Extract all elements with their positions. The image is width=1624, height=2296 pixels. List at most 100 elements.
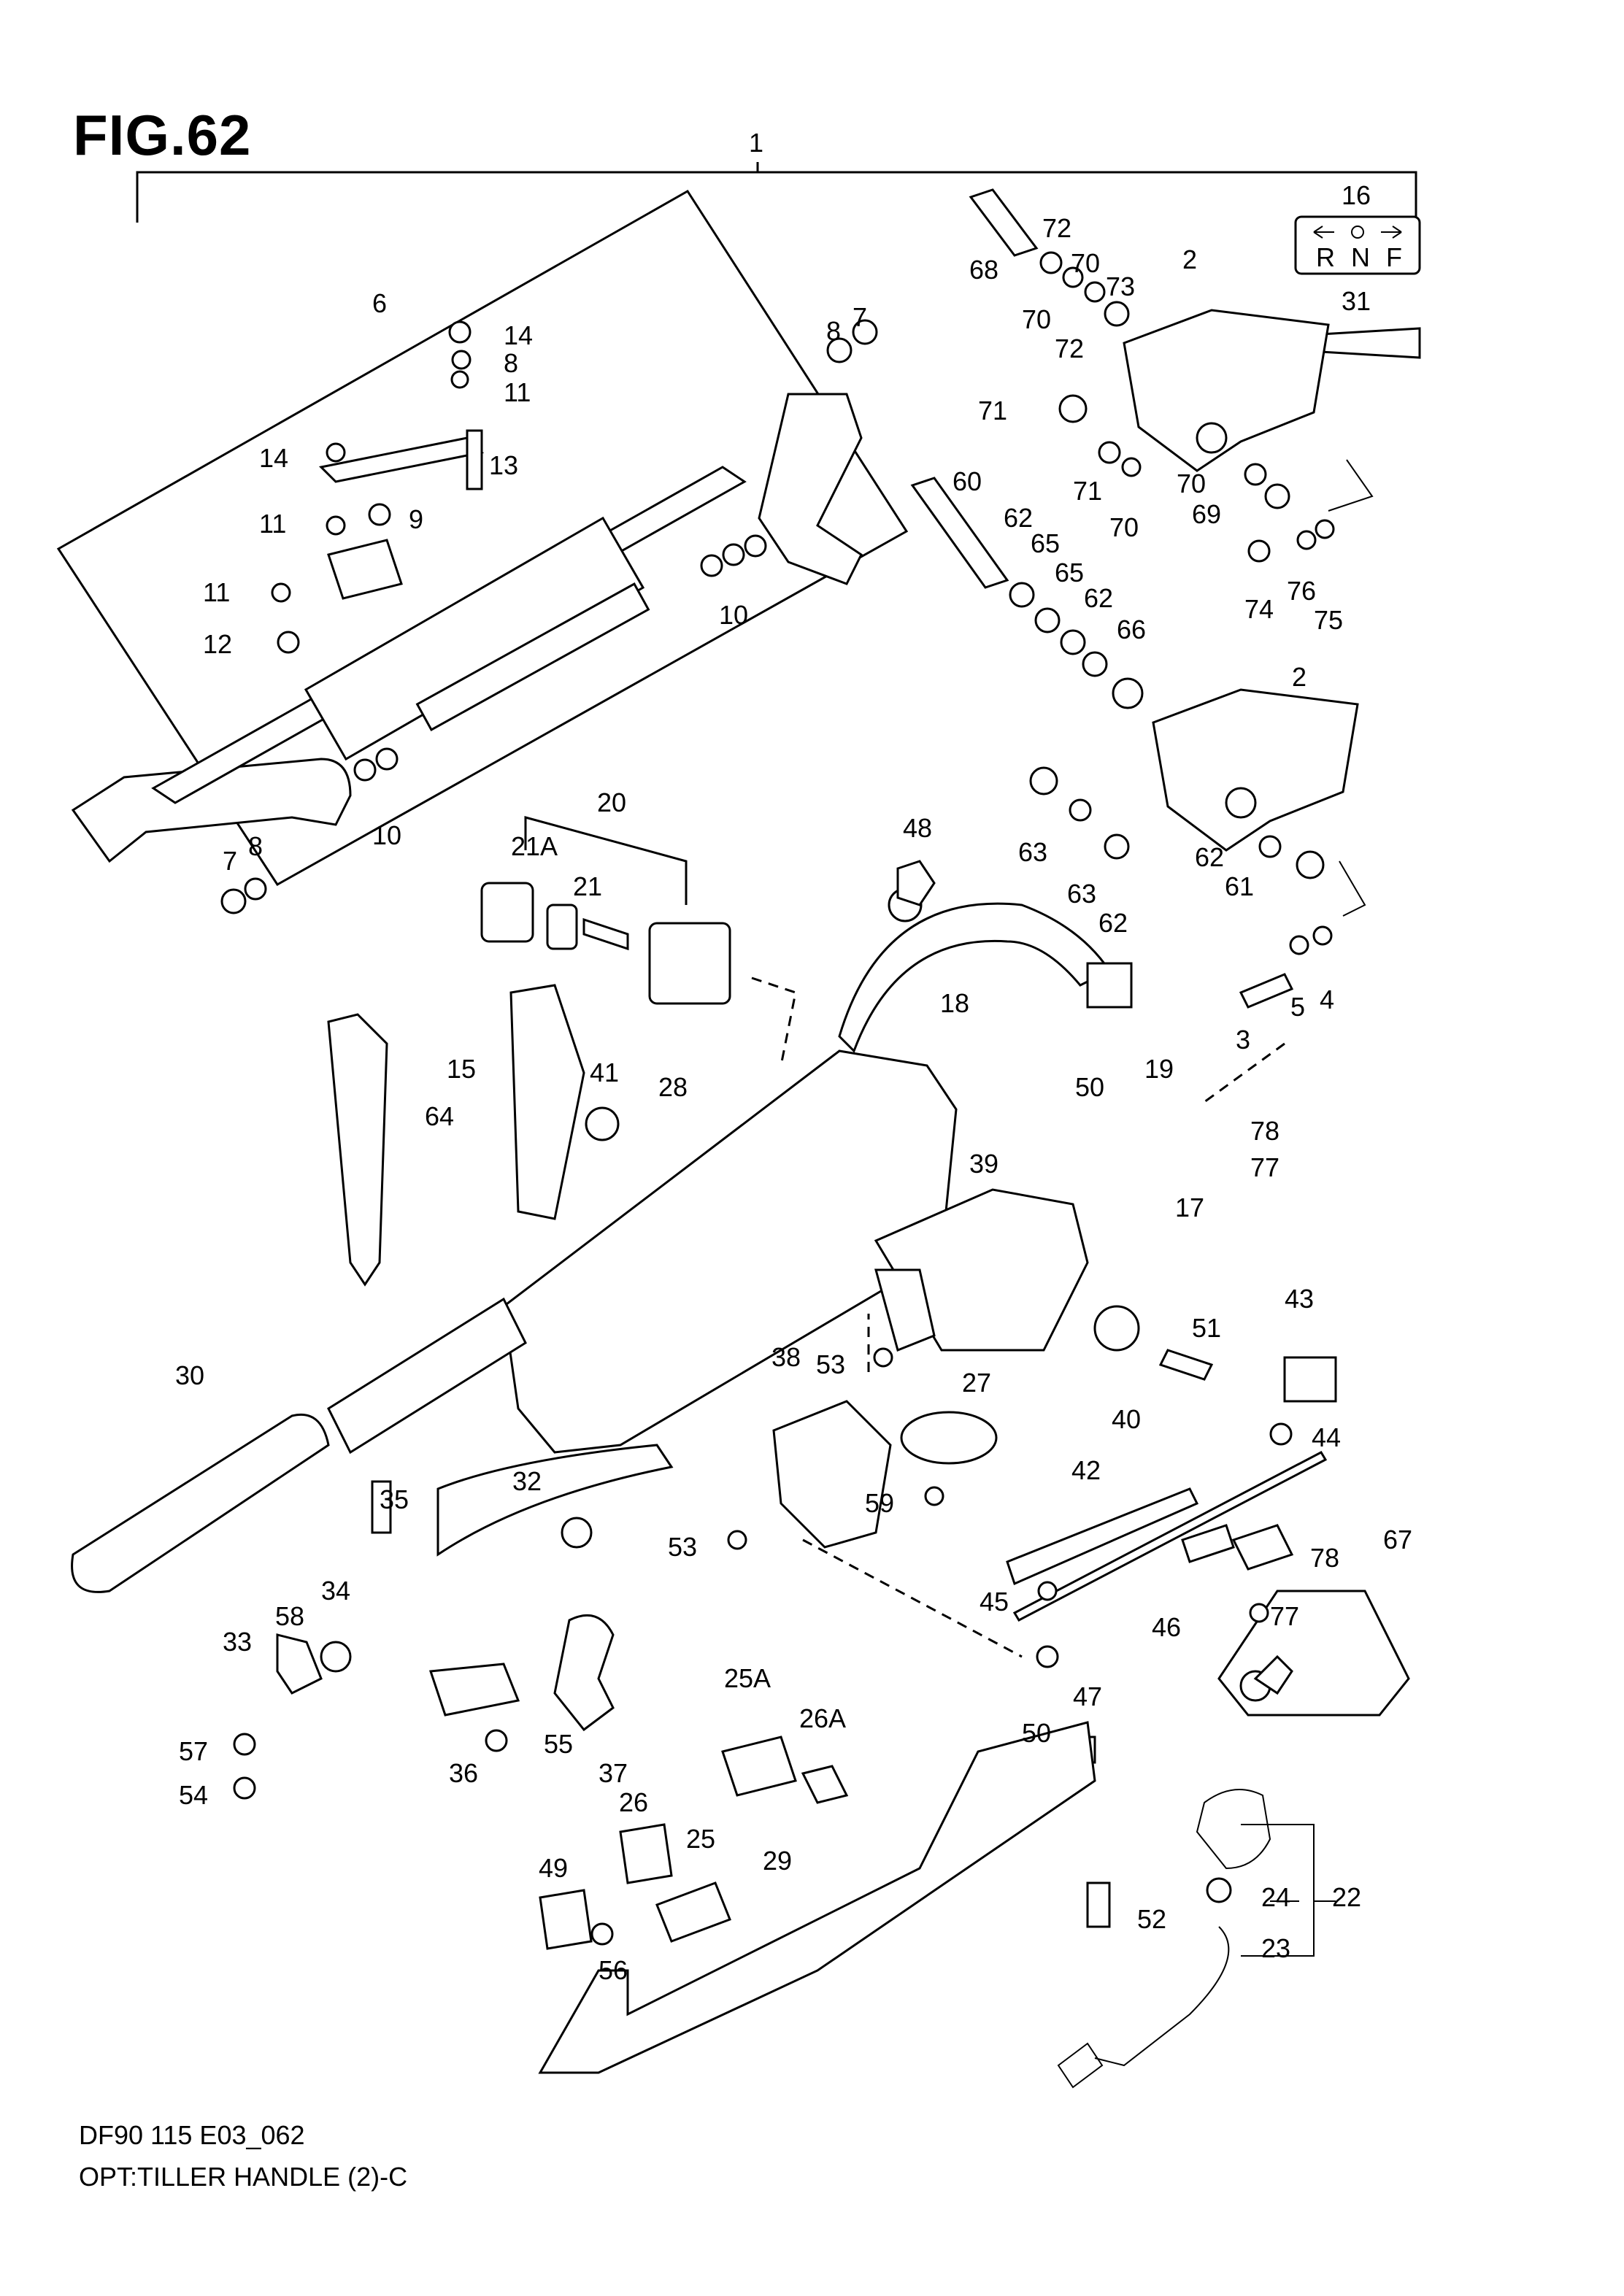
shift-indicator-plate: R N F — [1294, 215, 1421, 275]
label-29: 29 — [763, 1846, 792, 1876]
label-25: 25 — [686, 1824, 715, 1854]
label-44: 44 — [1312, 1422, 1341, 1452]
label-28: 28 — [658, 1072, 688, 1102]
label-39: 39 — [969, 1149, 998, 1179]
label-24: 24 — [1261, 1882, 1290, 1912]
label-2: 2 — [1292, 662, 1306, 692]
label-18: 18 — [940, 988, 969, 1018]
label-50: 50 — [1022, 1718, 1051, 1748]
dashed-leaders — [802, 1042, 1285, 1658]
label-11: 11 — [259, 509, 286, 539]
label-70: 70 — [1022, 304, 1051, 334]
label-22: 22 — [1332, 1882, 1361, 1912]
label-62: 62 — [1004, 503, 1033, 533]
label-7: 7 — [853, 302, 867, 332]
label-55: 55 — [544, 1729, 573, 1759]
label-64: 64 — [425, 1101, 454, 1131]
label-10: 10 — [372, 820, 401, 850]
label-6: 6 — [372, 288, 387, 318]
label-16: 16 — [1342, 180, 1371, 210]
bottom-frame — [538, 1721, 1271, 2089]
label-62: 62 — [1195, 842, 1224, 872]
label-20: 20 — [597, 787, 626, 817]
label-48: 48 — [903, 813, 932, 843]
label-35: 35 — [380, 1484, 409, 1514]
label-31: 31 — [1342, 286, 1371, 316]
figure-title: FIG.62 — [73, 103, 252, 167]
label-49: 49 — [539, 1853, 568, 1883]
label-2: 2 — [1182, 244, 1197, 274]
label-40: 40 — [1112, 1404, 1141, 1434]
label-34: 34 — [321, 1576, 350, 1606]
label-50: 50 — [1075, 1072, 1104, 1102]
label-13: 13 — [489, 450, 518, 480]
label-52: 52 — [1137, 1904, 1166, 1934]
label-12: 12 — [203, 629, 232, 659]
label-78: 78 — [1310, 1543, 1339, 1573]
label-11: 11 — [504, 377, 531, 407]
label-59: 59 — [865, 1488, 894, 1518]
plate-letter-r: R — [1316, 242, 1335, 272]
figure-subtitle: OPT:TILLER HANDLE (2)-C — [79, 2162, 408, 2192]
bracket-lines — [1241, 459, 1374, 1957]
steering-arm-parts — [71, 319, 878, 914]
label-10: 10 — [719, 600, 748, 630]
label-47: 47 — [1073, 1681, 1102, 1711]
label-17: 17 — [1175, 1193, 1204, 1222]
tiller-housing — [71, 860, 1133, 1593]
model-code: DF90 115 E03_062 — [79, 2120, 305, 2150]
label-26A: 26A — [799, 1703, 846, 1733]
label-46: 46 — [1152, 1612, 1181, 1642]
label-57: 57 — [179, 1736, 208, 1766]
label-26: 26 — [619, 1787, 648, 1817]
label-78: 78 — [1250, 1116, 1279, 1146]
label-32: 32 — [512, 1466, 542, 1496]
label-23: 23 — [1261, 1933, 1290, 1963]
label-66: 66 — [1117, 615, 1146, 644]
label-70: 70 — [1109, 512, 1139, 542]
center-parts — [727, 1188, 1410, 1764]
label-37: 37 — [599, 1758, 628, 1788]
label-4: 4 — [1320, 985, 1334, 1014]
label-42: 42 — [1071, 1455, 1101, 1485]
label-41: 41 — [590, 1058, 619, 1087]
label-3: 3 — [1236, 1025, 1250, 1055]
label-70: 70 — [1177, 469, 1206, 498]
label-14: 14 — [259, 443, 288, 473]
label-7: 7 — [223, 846, 237, 876]
label-76: 76 — [1287, 576, 1316, 606]
label-70: 70 — [1071, 248, 1100, 278]
label-53: 53 — [816, 1349, 845, 1379]
label-62: 62 — [1084, 583, 1113, 613]
label-58: 58 — [275, 1601, 304, 1631]
label-54: 54 — [179, 1780, 208, 1810]
label-21: 21 — [573, 871, 602, 901]
label-65: 65 — [1031, 528, 1060, 558]
label-63: 63 — [1018, 837, 1047, 867]
label-62: 62 — [1098, 908, 1128, 938]
label-21A: 21A — [511, 831, 558, 861]
assembly-bracket — [136, 162, 1417, 223]
label-45: 45 — [980, 1587, 1009, 1617]
label-53: 53 — [668, 1532, 697, 1562]
label-73: 73 — [1106, 271, 1135, 301]
label-71: 71 — [1073, 476, 1102, 506]
label-8: 8 — [504, 348, 518, 378]
label-11: 11 — [203, 577, 230, 607]
label-77: 77 — [1270, 1601, 1299, 1631]
callout-labels: 1 16 31 6 14 8 11 14 13 11 9 11 12 8 7 1… — [175, 128, 1412, 1985]
label-14: 14 — [504, 320, 533, 350]
label-27: 27 — [962, 1368, 991, 1398]
label-15: 15 — [447, 1054, 476, 1084]
label-72: 72 — [1042, 213, 1071, 243]
label-8: 8 — [826, 316, 841, 346]
key-switch — [480, 816, 797, 1066]
label-77: 77 — [1250, 1152, 1279, 1182]
label-63: 63 — [1067, 879, 1096, 909]
label-5: 5 — [1290, 992, 1305, 1022]
label-43: 43 — [1285, 1284, 1314, 1314]
label-72: 72 — [1055, 334, 1084, 363]
label-30: 30 — [175, 1360, 204, 1390]
label-1: 1 — [749, 128, 763, 158]
